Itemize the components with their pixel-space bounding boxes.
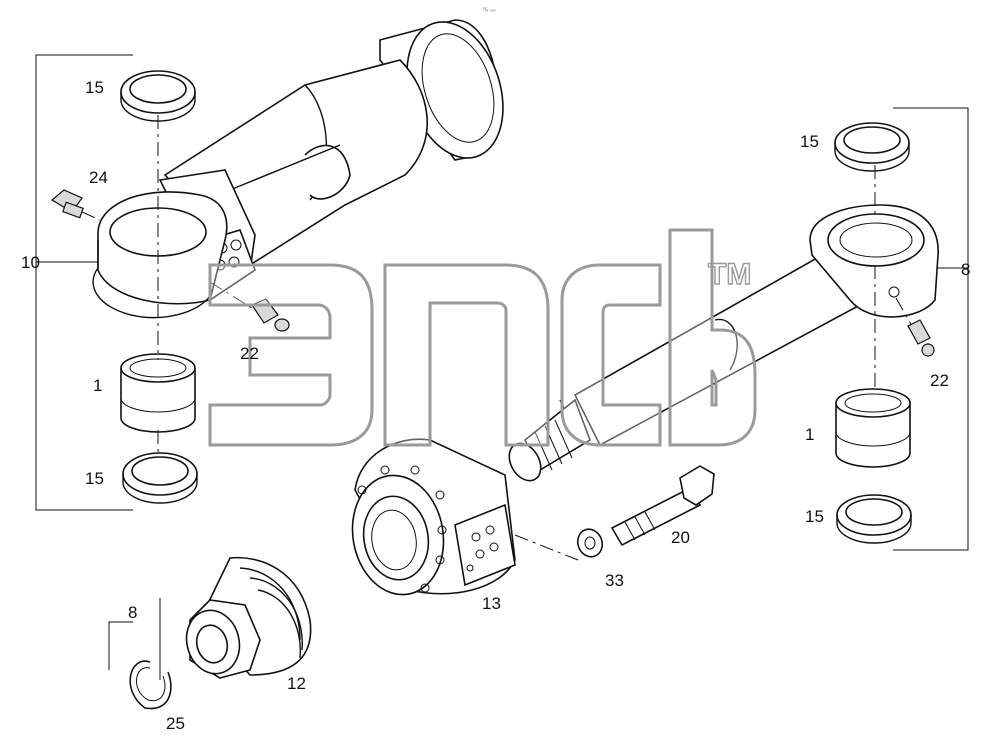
grease-screw-24: [50, 189, 101, 221]
bracket-left: [35, 54, 133, 511]
watermark: [208, 228, 757, 447]
callout-20: 20: [671, 528, 690, 547]
seal-ring-15-bottom-left: [122, 452, 198, 504]
seal-ring-15-top-right: [834, 122, 910, 172]
bushing-1-right: [835, 388, 911, 468]
callout-22-right: 22: [930, 371, 949, 390]
callout-24: 24: [89, 168, 108, 187]
callout-13: 13: [482, 594, 501, 613]
bushing-1-left: [120, 353, 196, 433]
grease-nipple-22-right: [895, 297, 935, 357]
callout-15-bottom-right: 15: [805, 507, 824, 526]
piston-rod: [508, 204, 939, 482]
callout-8-right: 8: [961, 260, 971, 279]
callout-15-top-right: 15: [800, 132, 819, 151]
callout-1-right: 1: [805, 425, 815, 444]
callout-8-circlip: 8: [128, 603, 138, 622]
callout-25: 25: [166, 714, 185, 733]
bolt-20: [610, 465, 715, 547]
callout-12: 12: [287, 674, 306, 693]
circlip-25: [108, 598, 172, 710]
callout-15-top-left: 15: [85, 78, 104, 97]
bracket-right: [893, 107, 969, 551]
callout-1-left: 1: [93, 376, 103, 395]
trademark-sign: TM: [707, 257, 752, 291]
seal-ring-15-top-left: [120, 70, 196, 122]
cylinder-head-13: [351, 438, 579, 596]
seal-ring-15-bottom-right: [836, 494, 912, 544]
drawing-ref-text: ⁰/₉ ₀₀₀: [483, 7, 496, 13]
piston-12: [185, 556, 312, 679]
callout-22-left: 22: [240, 344, 259, 363]
callout-33: 33: [605, 571, 624, 590]
callout-15-bottom-left: 15: [85, 469, 104, 488]
callout-10: 10: [21, 253, 40, 272]
washer-33: [576, 528, 604, 558]
